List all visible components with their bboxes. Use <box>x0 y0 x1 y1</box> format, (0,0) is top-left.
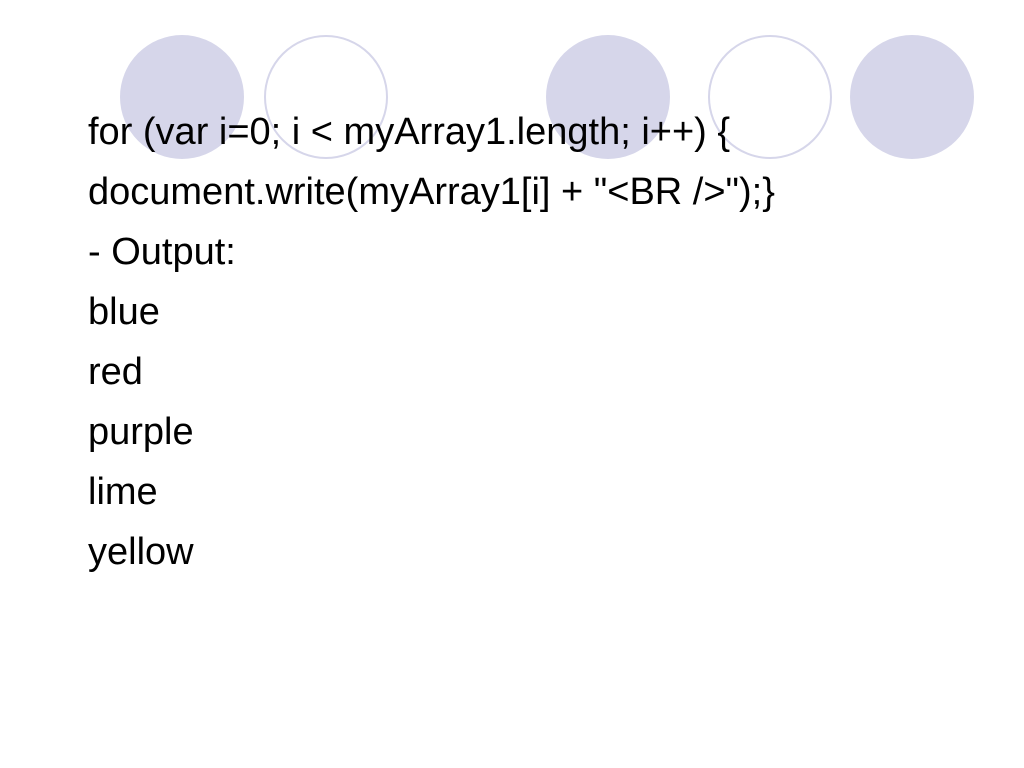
output-item: yellow <box>88 531 194 573</box>
decorative-circle-filled <box>850 35 974 159</box>
output-item: lime <box>88 471 158 513</box>
decorative-circle-outline <box>708 35 832 159</box>
output-item: red <box>88 351 143 393</box>
decorative-circle-filled <box>546 35 670 159</box>
decorative-circle-filled <box>120 35 244 159</box>
code-line-document-write: document.write(myArray1[i] + "<BR />");} <box>88 171 775 213</box>
decorative-circle-outline <box>264 35 388 159</box>
code-line-for-loop: for (var i=0; i < myArray1.length; i++) … <box>88 111 731 153</box>
slide-body: for (var i=0; i < myArray1.length; i++) … <box>88 102 988 582</box>
output-heading: - Output: <box>88 231 236 273</box>
output-item: blue <box>88 291 160 333</box>
output-item: purple <box>88 411 194 453</box>
